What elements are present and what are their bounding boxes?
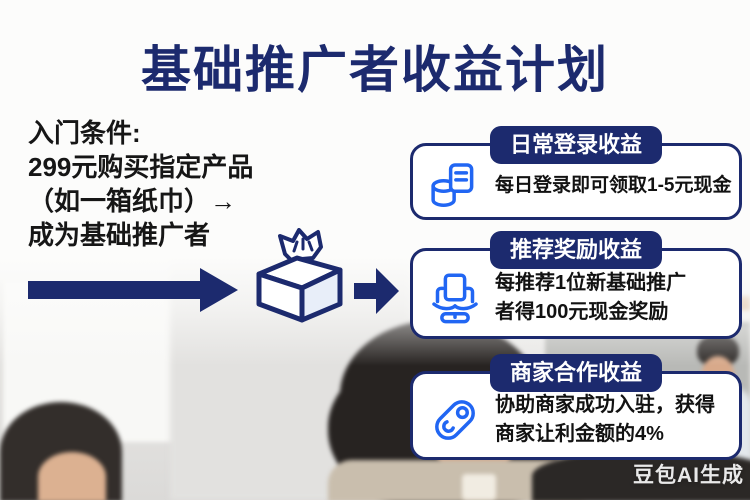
short-right-arrow-icon xyxy=(354,268,399,314)
cash-receipt-icon xyxy=(431,162,474,207)
card-daily-login-income: 日常登录收益 每日登录即可领取1-5元现金 xyxy=(410,126,742,220)
tissue-box-icon xyxy=(256,228,343,323)
intro-line: （如一箱纸巾）→ xyxy=(28,186,237,216)
card-badge: 日常登录收益 xyxy=(489,126,663,164)
ai-generated-watermark: 豆包AI生成 xyxy=(633,464,744,487)
woman-collar xyxy=(462,474,496,500)
referral-seat-icon xyxy=(432,273,478,323)
card-badge: 商家合作收益 xyxy=(489,354,663,392)
page-title: 基础推广者收益计划 xyxy=(141,42,609,98)
card-description: 协助商家成功入驻，获得 商家让利金额的4% xyxy=(495,393,715,445)
card-badge: 推荐奖励收益 xyxy=(489,231,663,269)
intro-line: 成为基础推广者 xyxy=(28,220,211,250)
long-right-arrow-icon xyxy=(28,268,238,312)
card-description: 每日登录即可领取1-5元现金 xyxy=(495,175,732,196)
intro-line: 入门条件: xyxy=(28,118,141,148)
partner-link-icon xyxy=(435,399,475,440)
card-description: 每推荐1位新基础推广 者得100元现金奖励 xyxy=(495,271,687,323)
left-woman-face xyxy=(38,452,106,500)
entry-condition-text: 入门条件: 299元购买指定产品 （如一箱纸巾）→ 成为基础推广者 xyxy=(28,116,253,252)
card-merchant-cooperation-income: 商家合作收益 协助商家成功入驻，获得 商家让利金额的4% xyxy=(410,354,742,460)
card-referral-reward-income: 推荐奖励收益 每推荐1位新基础推广 者得100元现金奖励 xyxy=(410,231,742,339)
intro-line: 299元购买指定产品 xyxy=(28,152,254,182)
